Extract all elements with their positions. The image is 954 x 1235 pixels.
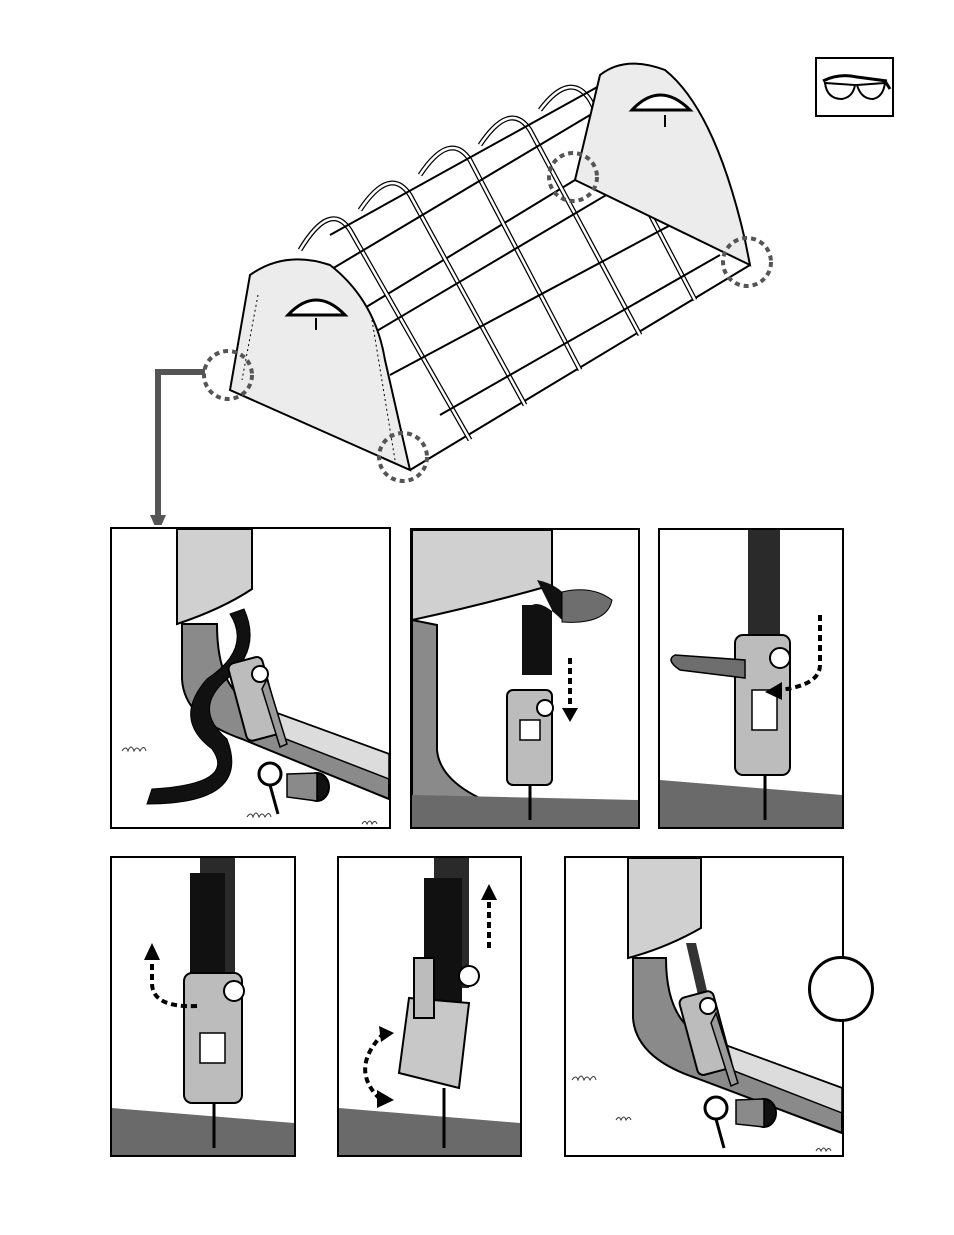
step-6-badge bbox=[808, 956, 874, 1022]
step-2-panel bbox=[410, 528, 640, 829]
step-6-panel bbox=[564, 856, 844, 1157]
step-1-panel bbox=[110, 527, 391, 829]
safety-glasses-box bbox=[815, 57, 894, 117]
step-4-panel bbox=[110, 856, 296, 1157]
shelter-overview bbox=[150, 55, 790, 525]
step-5-panel bbox=[337, 856, 522, 1157]
arrow-to-detail bbox=[158, 372, 205, 520]
step-3-panel bbox=[658, 528, 844, 829]
safety-glasses-icon bbox=[817, 59, 892, 115]
